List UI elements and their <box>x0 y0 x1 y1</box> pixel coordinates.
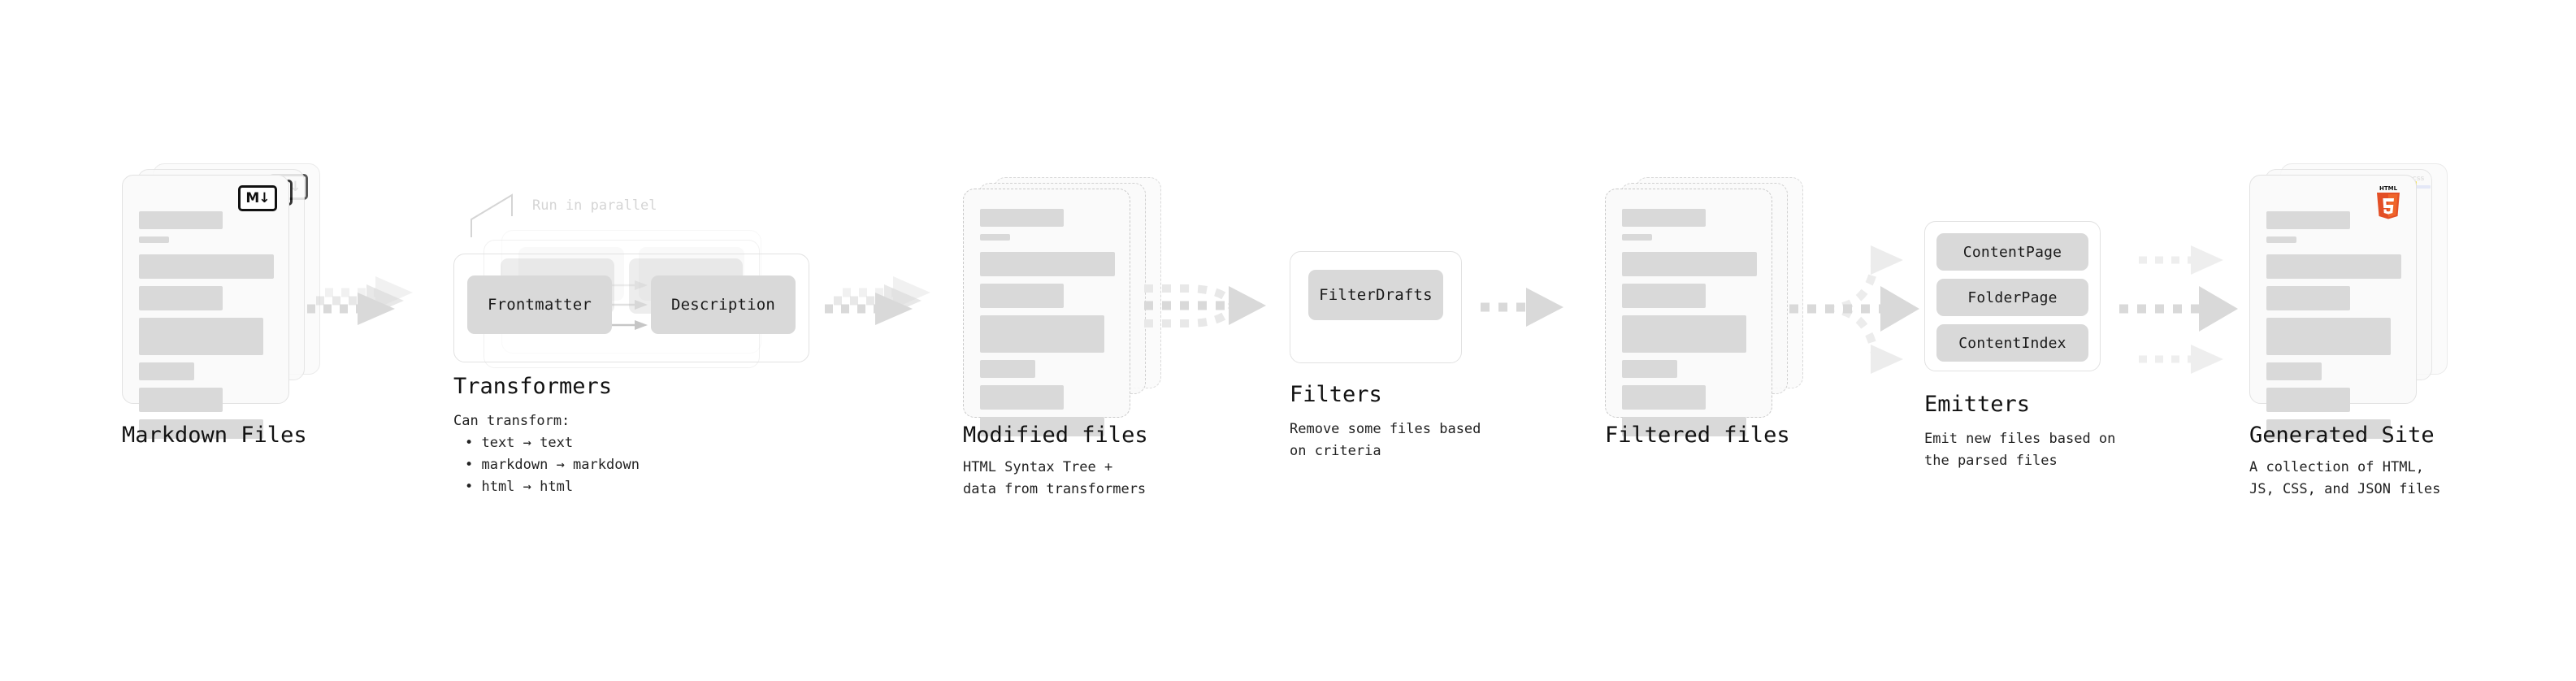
generated-site-label: Generated Site <box>2249 423 2435 448</box>
filters-desc-0: Remove some files based <box>1290 421 1481 437</box>
generated-doc-front: HTML <box>2249 175 2417 439</box>
emitters-box: ContentPage FolderPage ContentIndex <box>1924 221 2101 371</box>
doc-placeholder-lines <box>139 211 274 439</box>
emitter-chip-contentindex[interactable]: ContentIndex <box>1936 324 2088 362</box>
filters-box: FilterDrafts <box>1290 251 1462 363</box>
modified-files-desc-1: data from transformers <box>963 481 1147 497</box>
filters-desc-1: on criteria <box>1290 443 1381 459</box>
markdown-doc-front: M↓ <box>122 175 289 439</box>
doc-placeholder-lines <box>980 209 1115 436</box>
transformers-desc-item-2: • html → html <box>465 479 574 495</box>
modified-files-label: Modified files <box>963 423 1148 448</box>
arrow-markdown-to-transformers <box>307 276 413 325</box>
emitters-label: Emitters <box>1924 392 2031 417</box>
transformer-chip-frontmatter[interactable]: Frontmatter <box>467 275 612 334</box>
run-in-parallel-label: Run in parallel <box>532 197 657 214</box>
generated-site-desc-1: JS, CSS, and JSON files <box>2249 481 2441 497</box>
filter-chip-filterdrafts[interactable]: FilterDrafts <box>1308 270 1443 320</box>
transformer-chip-description[interactable]: Description <box>651 275 796 334</box>
filtered-doc-front <box>1605 189 1772 436</box>
transformers-desc-item-1: • markdown → markdown <box>465 457 640 473</box>
html5-icon: HTML <box>2372 184 2405 219</box>
arrow-transformers-to-modified <box>825 276 930 325</box>
emitter-chip-contentpage[interactable]: ContentPage <box>1936 233 2088 271</box>
arrow-emitters-to-generated <box>2119 245 2238 374</box>
emitters-desc-1: the parsed files <box>1924 453 2058 469</box>
emitters-desc-0: Emit new files based on <box>1924 431 2116 447</box>
emitter-chip-folderpage[interactable]: FolderPage <box>1936 279 2088 316</box>
doc-placeholder-lines <box>2266 211 2401 439</box>
generated-site-desc-0: A collection of HTML, <box>2249 459 2424 475</box>
run-in-parallel-bracket <box>471 193 513 237</box>
arrow-filtered-to-emitters <box>1789 245 1919 374</box>
markdown-icon: M↓ <box>238 185 277 211</box>
modified-files-desc-0: HTML Syntax Tree + <box>963 459 1113 475</box>
markdown-files-label: Markdown Files <box>122 423 307 448</box>
filtered-files-label: Filtered files <box>1605 423 1790 448</box>
transformers-desc-heading: Can transform: <box>453 413 570 429</box>
transformers-desc-item-0: • text → text <box>465 435 574 451</box>
transformers-label: Transformers <box>453 374 613 399</box>
svg-text:HTML: HTML <box>2379 185 2398 192</box>
filters-label: Filters <box>1290 382 1382 407</box>
doc-placeholder-lines <box>1622 209 1757 436</box>
transformers-box: Frontmatter Description <box>453 254 809 362</box>
arrow-filters-to-filtered <box>1481 288 1563 327</box>
arrow-modified-to-filters <box>1144 284 1266 327</box>
modified-doc-front <box>963 189 1130 436</box>
